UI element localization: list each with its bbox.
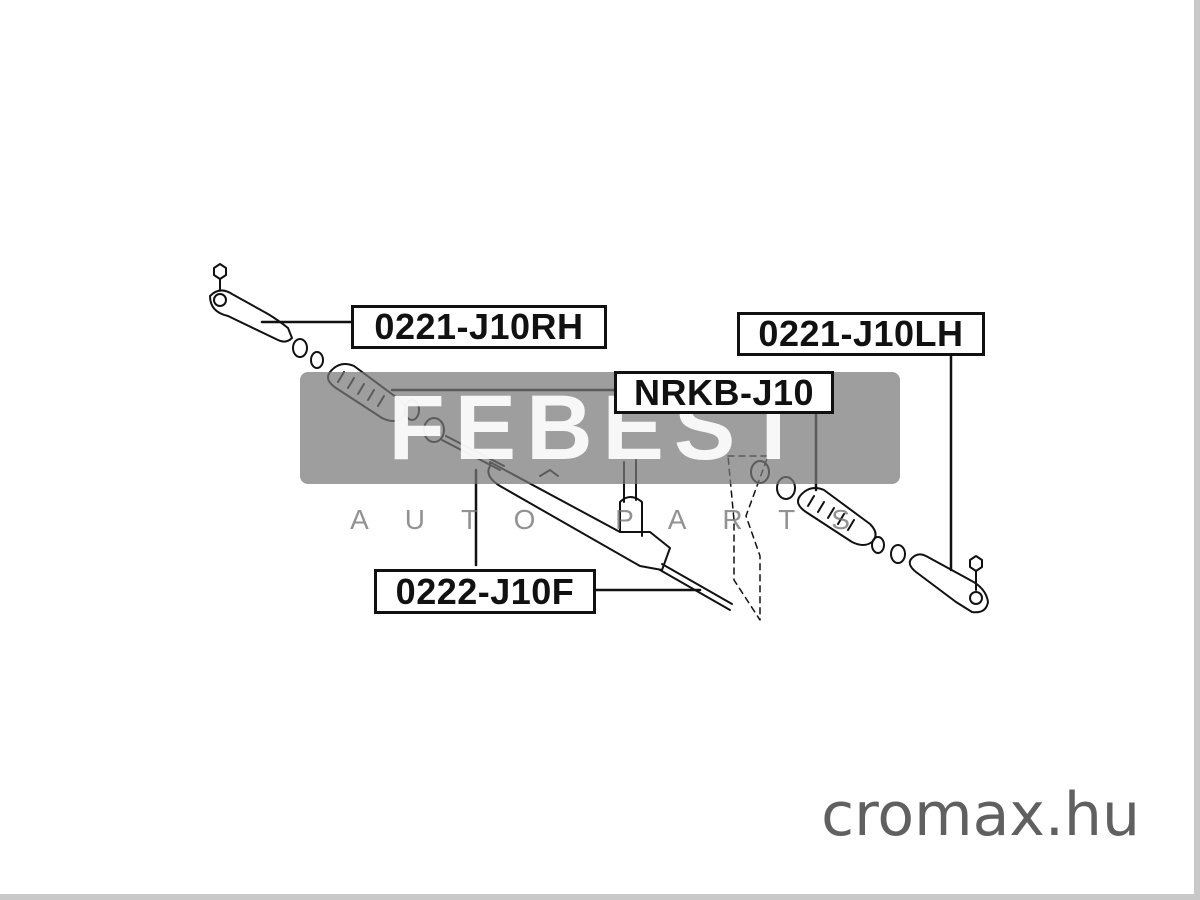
leader-lines [260,320,953,592]
site-watermark: cromax.hu [821,780,1140,850]
tie-rod-end-left-drawing [908,553,989,614]
dashed-assembly-bracket [727,455,769,621]
part-label-inner-tie-rod: 0222-J10F [374,569,596,614]
part-label-tie-rod-end-left: 0221-J10LH [737,312,985,356]
rack-boot-left-drawing [797,487,877,546]
rack-boot-right-drawing [327,363,420,422]
part-label-rack-boot: NRKB-J10 [614,371,834,414]
tie-rod-end-right-drawing [209,263,293,343]
left-small-parts [871,536,906,564]
right-small-parts [292,338,324,369]
boot-clamp-left-drawing [750,460,796,500]
boot-clamp-right-drawing [423,417,445,443]
part-label-tie-rod-end-right: 0221-J10RH [351,305,607,349]
